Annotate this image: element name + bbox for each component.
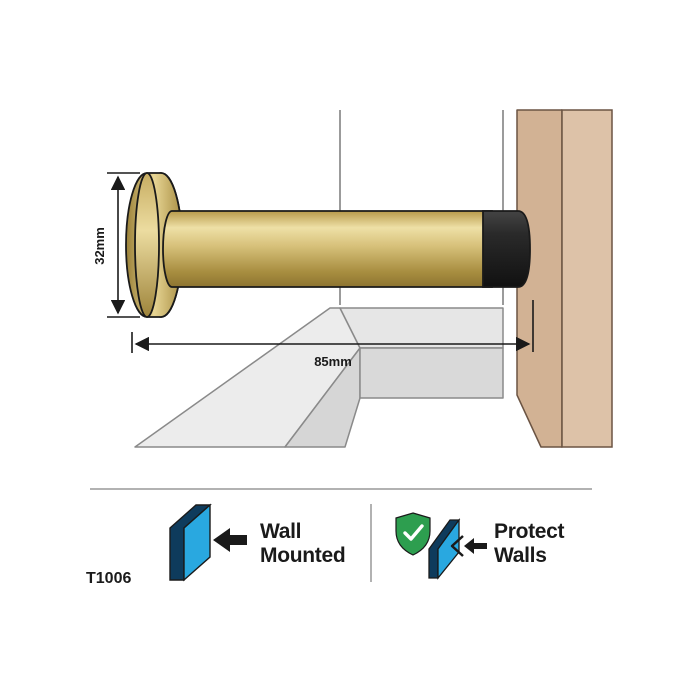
- stop-tube: [162, 210, 493, 288]
- height-label: 32mm: [92, 227, 107, 265]
- rubber-tip: [482, 210, 531, 288]
- room-scene: [134, 109, 613, 448]
- shield-icon: [395, 512, 431, 556]
- height-dimension: 32mm: [92, 172, 140, 318]
- door-panel-face: [561, 109, 613, 448]
- protect-walls-icon: [395, 512, 487, 580]
- product-code: T1006: [86, 570, 132, 587]
- feature-wall-mounted-label: Wall Mounted: [260, 520, 346, 568]
- feature-wall-mounted-line1: Wall: [260, 520, 302, 543]
- door-stop-product: [125, 172, 531, 318]
- feature-wall-mounted-line2: Mounted: [260, 544, 346, 567]
- wall-rose-face: [134, 172, 160, 318]
- wall-mounted-icon: [169, 503, 247, 582]
- floor-front-face: [359, 347, 504, 399]
- length-label: 85mm: [314, 354, 352, 369]
- length-dimension: 85mm: [131, 332, 531, 369]
- check-icon: [403, 524, 424, 541]
- feature-protect-walls-label: Protect Walls: [494, 520, 565, 568]
- feature-protect-walls-line1: Protect: [494, 520, 565, 543]
- feature-protect-walls-line2: Walls: [494, 544, 547, 567]
- floor-top-surface: [339, 307, 504, 349]
